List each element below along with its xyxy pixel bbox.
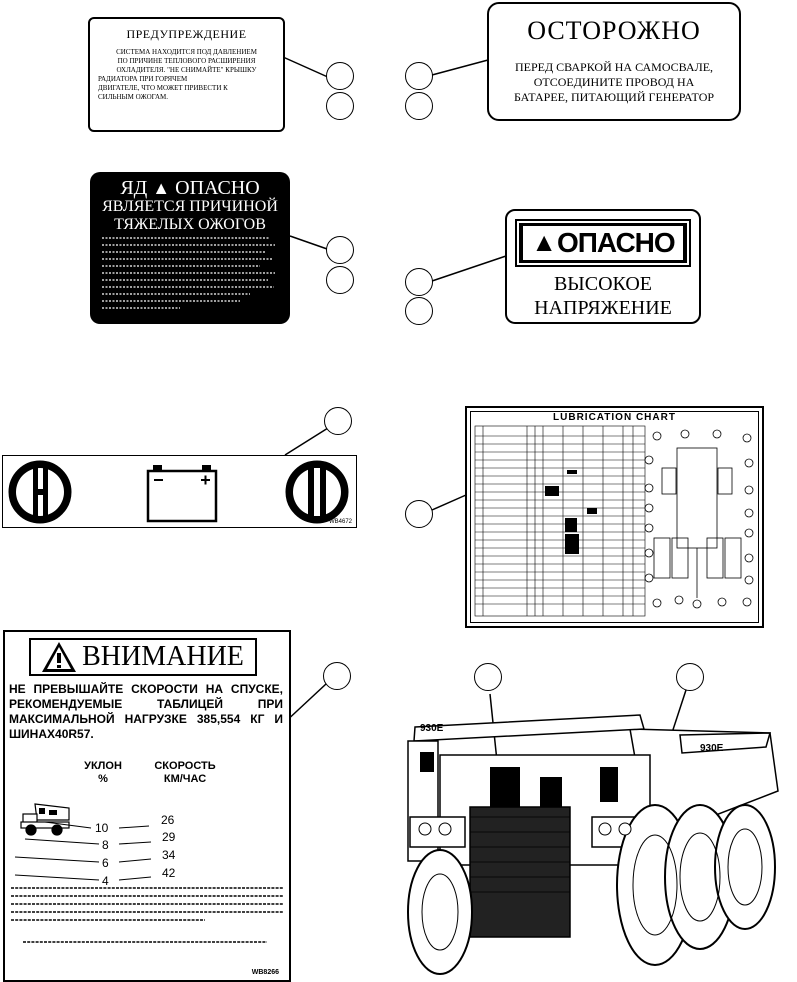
speed-header-unit: КМ/ЧАС	[163, 773, 207, 785]
grade-value: 8	[102, 838, 109, 852]
battery-switch-symbols	[8, 460, 349, 524]
callout-circle	[474, 663, 502, 691]
speed-value: 34	[162, 848, 176, 862]
callout-circle	[324, 407, 352, 435]
decal-code: WB4672	[328, 519, 352, 525]
chart-inner-border	[470, 411, 759, 623]
warning-triangle-icon	[42, 642, 77, 672]
truck-model-label: 930E	[700, 743, 724, 754]
decal-title-row: ЯД ▲ ОПАСНО	[90, 177, 290, 200]
warning-triangle-icon: ▲	[531, 228, 558, 257]
decal-title-right: ОПАСНО	[175, 177, 260, 199]
decal-title: ВНИМАНИЕ	[82, 641, 244, 672]
speed-value: 29	[162, 830, 176, 844]
callout-circle	[405, 500, 433, 528]
grade-speed-rows	[14, 821, 152, 881]
callout-circle	[323, 662, 351, 690]
lubrication-chart-decal: LUBRICATION CHART	[465, 406, 764, 628]
callout-circle	[326, 236, 354, 264]
decal-subtitle: ЯВЛЯЕТСЯ ПРИЧИНОЙ	[102, 198, 278, 215]
decal-line: ДВИГАТЕЛЕ, ЧТО МОЖЕТ ПРИВЕСТИ К	[98, 84, 228, 92]
callout-circle	[676, 663, 704, 691]
danger-header-panel: ▲ ОПАСНО	[523, 226, 683, 260]
decal-line: РАДИАТОРА ПРИ ГОРЯЧЕМ	[98, 75, 188, 83]
decal-line: НАПРЯЖЕНИЕ	[534, 297, 672, 319]
speed-header-label: СКОРОСТЬ	[154, 760, 216, 772]
speed-header: СКОРОСТЬ КМ/ЧАС	[145, 760, 225, 786]
fine-print-illegible	[11, 887, 283, 943]
decal-title-left: ЯД	[120, 177, 148, 199]
grade-value: 6	[102, 856, 109, 870]
decal-line: СИСТЕМА НАХОДИТСЯ ПОД ДАВЛЕНИЕМ	[116, 48, 257, 56]
decal-code: WB8266	[251, 969, 279, 976]
callout-circle	[326, 266, 354, 294]
haul-truck-illustration	[407, 714, 779, 975]
decal-intro-text: НЕ ПРЕВЫШАЙТЕ СКОРОСТИ НА СПУСКЕ, РЕКОМЕ…	[9, 682, 283, 741]
decal-line: ВЫСОКОЕ	[553, 273, 653, 295]
lubrication-table-and-diagram	[474, 425, 754, 617]
high-voltage-danger-decal: ▲ ОПАСНО ВЫСОКОЕ НАПРЯЖЕНИЕ	[505, 209, 701, 324]
callout-circle	[405, 297, 433, 325]
decal-title: ПРЕДУПРЕЖДЕНИЕ	[126, 27, 247, 41]
callout-circle	[326, 92, 354, 120]
decal-line: СИЛЬНЫМ ОЖОГАМ.	[98, 93, 168, 101]
truck-model-label: 930E	[420, 723, 444, 734]
warning-triangle-icon: ▲	[152, 178, 171, 198]
grade-header-label: УКЛОН	[84, 760, 122, 772]
grade-value: 4	[102, 874, 109, 888]
decal-subtitle: ТЯЖЕЛЫХ ОЖОГОВ	[114, 216, 266, 233]
callout-circle	[405, 268, 433, 296]
decal-title: LUBRICATION CHART	[553, 412, 676, 423]
poison-danger-decal: ЯД ▲ ОПАСНО ЯВЛЯЕТСЯ ПРИЧИНОЙ ТЯЖЕЛЫХ ОЖ…	[90, 172, 290, 324]
callout-circle	[405, 92, 433, 120]
fine-print-illegible	[102, 237, 275, 309]
decal-line: ПЕРЕД СВАРКОЙ НА САМОСВАЛЕ,	[514, 60, 714, 74]
decal-title: ОСТОРОЖНО	[527, 16, 701, 45]
decal-text-block: ПЕРЕД СВАРКОЙ НА САМОСВАЛЕ, ОТСОЕДИНИТЕ …	[489, 60, 739, 105]
decal-line: ПО ПРИЧИНЕ ТЕПЛОВОГО РАСШИРЕНИЯ	[117, 57, 256, 65]
downhill-speed-caution-decal: ВНИМАНИЕ НЕ ПРЕВЫШАЙТЕ СКОРОСТИ НА СПУСК…	[3, 630, 291, 982]
decal-title: ОПАСНО	[557, 227, 676, 258]
coolant-pressure-warning-decal: ПРЕДУПРЕЖДЕНИЕ СИСТЕМА НАХОДИТСЯ ПОД ДАВ…	[88, 17, 285, 132]
dump-truck-icon	[20, 803, 70, 836]
callout-circle	[405, 62, 433, 90]
decal-line: ОТСОЕДИНИТЕ ПРОВОД НА	[533, 75, 695, 89]
callout-circle	[326, 62, 354, 90]
speed-value: 26	[161, 813, 175, 827]
battery-disconnect-decal: WB4672	[2, 455, 357, 528]
grade-value: 10	[95, 821, 109, 835]
caution-header: ВНИМАНИЕ	[29, 638, 257, 676]
decal-line: БАТАРЕЕ, ПИТАЮЩИЙ ГЕНЕРАТОР	[513, 90, 715, 104]
decal-text-block: СИСТЕМА НАХОДИТСЯ ПОД ДАВЛЕНИЕМ ПО ПРИЧИ…	[98, 48, 275, 102]
welding-caution-decal: ОСТОРОЖНО ПЕРЕД СВАРКОЙ НА САМОСВАЛЕ, ОТ…	[487, 2, 741, 121]
grade-header-unit: %	[98, 773, 108, 785]
danger-header: ▲ ОПАСНО	[515, 219, 691, 267]
decal-line: ОХЛАДИТЕЛЯ. "НЕ СНИМАЙТЕ" КРЫШКУ	[116, 66, 257, 74]
grade-header: УКЛОН %	[75, 760, 131, 786]
speed-value: 42	[162, 866, 176, 880]
